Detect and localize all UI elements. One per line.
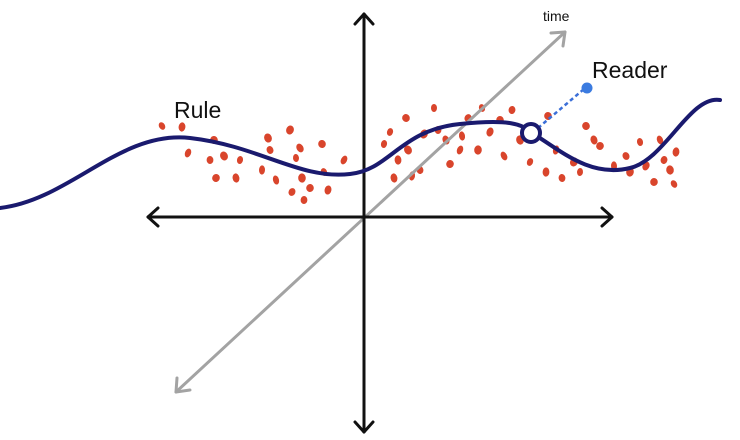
noise-dot — [258, 165, 266, 175]
arrow-head-icon — [353, 12, 375, 26]
noise-dot — [184, 148, 192, 158]
noise-dot — [590, 135, 598, 145]
noise-dot — [650, 178, 658, 186]
noise-dot — [300, 196, 308, 204]
noise-dot — [666, 165, 674, 175]
noise-dot — [286, 125, 294, 135]
arrow-head-icon — [353, 420, 375, 434]
noise-dot — [340, 155, 348, 165]
arrow-head-icon — [600, 206, 614, 228]
noise-dot — [394, 155, 402, 165]
noise-dot — [576, 168, 584, 176]
noise-dot — [212, 174, 220, 182]
noise-dot — [318, 140, 326, 148]
noise-dot — [508, 106, 516, 114]
noise-dots — [158, 104, 680, 204]
vertical-axis — [353, 12, 375, 434]
arrow-head-icon — [549, 30, 567, 48]
noise-dot — [456, 145, 464, 155]
noise-dot — [670, 180, 678, 188]
noise-dot — [324, 185, 332, 195]
noise-dot — [656, 135, 664, 145]
time-axis-line — [174, 30, 567, 394]
reader-link — [537, 88, 585, 129]
noise-dot — [558, 174, 566, 182]
noise-dot — [486, 127, 494, 137]
arrow-head-icon — [174, 376, 192, 394]
noise-dot — [236, 156, 244, 164]
noise-dot — [622, 152, 630, 160]
noise-dot — [306, 184, 314, 192]
noise-dot — [402, 114, 410, 122]
noise-dot — [298, 173, 306, 183]
open-circle-icon — [520, 122, 542, 144]
horizontal-axis — [146, 206, 614, 228]
noise-dot — [158, 122, 166, 130]
noise-dot — [206, 156, 214, 164]
noise-dot — [272, 175, 280, 185]
noise-dot — [390, 173, 398, 183]
reader-label: Reader — [592, 57, 668, 83]
noise-dot — [672, 147, 680, 157]
noise-dot — [582, 122, 590, 130]
noise-dot — [232, 173, 240, 183]
reader-dot — [581, 82, 593, 94]
time-axis — [174, 30, 567, 394]
noise-dot — [474, 145, 482, 155]
noise-dot — [660, 156, 668, 164]
noise-dot — [288, 188, 296, 196]
noise-dot — [264, 133, 272, 143]
noise-dot — [431, 104, 437, 112]
rule-label: Rule — [174, 97, 221, 123]
noise-dot — [296, 143, 304, 153]
rule-curve — [0, 97, 722, 210]
noise-dot — [526, 158, 534, 166]
noise-dot — [292, 154, 300, 162]
time-axis-label: time — [543, 8, 570, 24]
noise-dot — [446, 160, 454, 168]
noise-dot — [542, 167, 550, 177]
noise-dot — [178, 122, 186, 132]
noise-dot — [596, 142, 604, 150]
noise-dot — [404, 145, 412, 155]
noise-dot — [500, 151, 508, 161]
noise-dot — [544, 112, 552, 120]
arrow-head-icon — [146, 206, 160, 228]
noise-dot — [636, 138, 644, 146]
noise-dot — [220, 151, 228, 161]
noise-dot — [386, 128, 394, 136]
noise-dot — [380, 140, 388, 148]
noise-dot — [266, 146, 274, 154]
noise-dot — [458, 131, 466, 141]
